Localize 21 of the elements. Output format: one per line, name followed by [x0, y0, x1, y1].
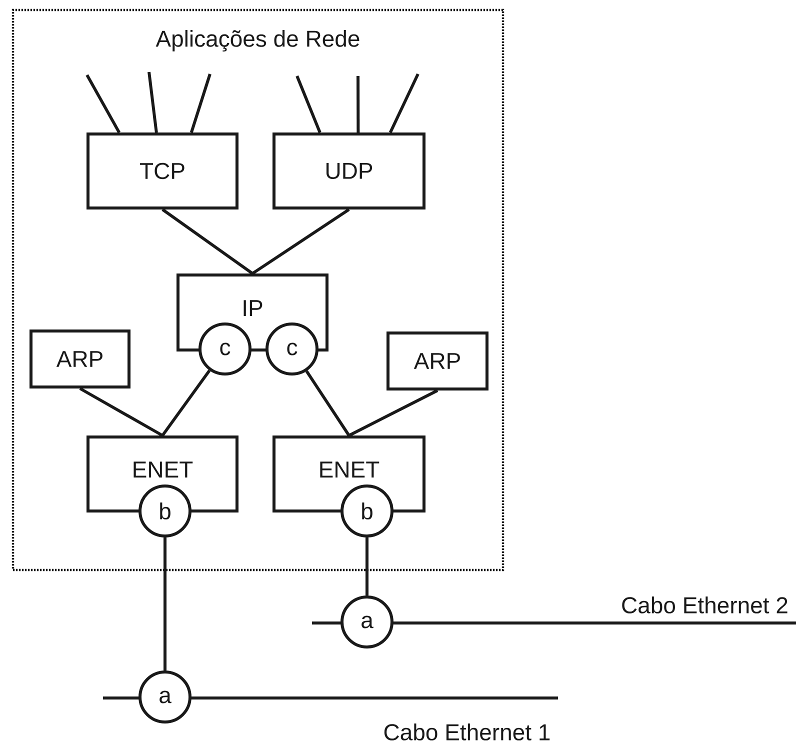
connector-line: [388, 73, 420, 134]
connector-line: [305, 370, 350, 436]
connector-line: [162, 208, 254, 275]
node-label: a: [160, 690, 172, 704]
cable-label: Cabo Ethernet 2: [622, 596, 788, 614]
connector-line: [79, 387, 164, 437]
connector-line: [148, 72, 158, 133]
connector-line: [348, 389, 438, 437]
connector-line: [190, 74, 212, 133]
cable-label: Cabo Ethernet 1: [384, 724, 550, 740]
connector-line: [356, 76, 360, 132]
protocol-box: TCP: [86, 132, 238, 210]
connector-line: [252, 208, 350, 275]
protocol-box: ARP: [386, 332, 488, 390]
connector-line: [161, 370, 211, 436]
connector-line: [366, 538, 368, 596]
connector-line: [164, 538, 166, 670]
connector-line: [296, 75, 322, 134]
protocol-box: UDP: [272, 132, 426, 210]
protocol-box: ARP: [30, 330, 130, 388]
connector-line: [86, 74, 120, 134]
